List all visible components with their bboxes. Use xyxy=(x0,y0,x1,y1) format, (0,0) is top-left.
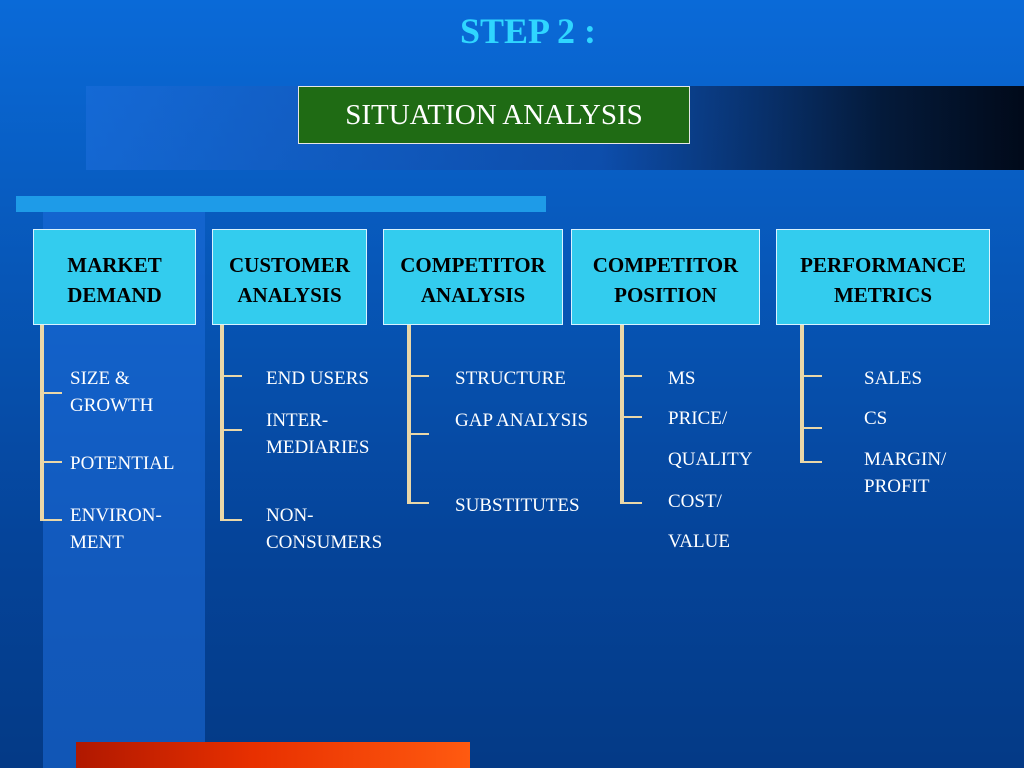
category-heading-line: COMPETITOR xyxy=(592,253,739,277)
item-ms: MS xyxy=(668,365,695,392)
item-line: INTER- xyxy=(266,410,329,431)
category-box-performance-metrics: PERFORMANCE METRICS xyxy=(776,229,990,325)
connector-tick xyxy=(224,519,242,521)
item-line: CONSUMERS xyxy=(266,532,383,553)
connector-line xyxy=(407,325,411,504)
connector-tick xyxy=(411,433,429,435)
connector-tick xyxy=(224,429,242,431)
category-heading-line: COMPETITOR xyxy=(400,253,546,277)
light-blue-bar xyxy=(16,196,546,212)
item-cs: CS xyxy=(864,405,887,432)
item-line: STRUCTURE xyxy=(455,368,566,389)
item-value: VALUE xyxy=(668,528,730,555)
connector-tick xyxy=(44,519,62,521)
connector-tick xyxy=(44,392,62,394)
item-non-consumers: NON- CONSUMERS xyxy=(266,502,382,556)
item-line: SIZE & xyxy=(70,368,130,389)
item-line: MS xyxy=(668,368,696,389)
category-heading-line: POSITION xyxy=(614,283,717,307)
item-quality: QUALITY xyxy=(668,446,752,473)
item-line: CS xyxy=(864,408,888,429)
item-line: PROFIT xyxy=(864,476,930,497)
connector-tick xyxy=(804,461,822,463)
item-line: ENVIRON- xyxy=(70,505,162,526)
category-box-competitor-position: COMPETITOR POSITION xyxy=(571,229,760,325)
item-line: MARGIN/ xyxy=(864,449,947,470)
item-intermediaries: INTER- MEDIARIES xyxy=(266,407,369,461)
category-heading-line: DEMAND xyxy=(67,283,162,307)
item-substitutes: SUBSTITUTES xyxy=(455,492,580,519)
item-end-users: END USERS xyxy=(266,365,369,392)
connector-line xyxy=(800,325,804,463)
item-sales: SALES xyxy=(864,365,922,392)
category-heading-line: MARKET xyxy=(67,253,162,277)
connector-tick xyxy=(804,375,822,377)
category-box-competitor-analysis: COMPETITOR ANALYSIS xyxy=(383,229,563,325)
connector-tick xyxy=(411,502,429,504)
situation-analysis-box: SITUATION ANALYSIS xyxy=(298,86,690,144)
connector-line xyxy=(620,325,624,504)
connector-tick xyxy=(44,461,62,463)
category-heading-line: CUSTOMER xyxy=(229,253,350,277)
bottom-red-bar xyxy=(76,742,470,768)
category-heading-line: METRICS xyxy=(833,283,933,307)
category-heading-line: ANALYSIS xyxy=(420,283,526,307)
category-box-market-demand: MARKET DEMAND xyxy=(33,229,196,325)
item-line: QUALITY xyxy=(668,449,753,470)
connector-tick xyxy=(624,502,642,504)
category-box-customer-analysis: CUSTOMER ANALYSIS xyxy=(212,229,367,325)
item-cost: COST/ xyxy=(668,488,722,515)
item-line: SALES xyxy=(864,368,923,389)
item-potential: POTENTIAL xyxy=(70,450,174,477)
connector-line xyxy=(220,325,224,521)
slide-title: STEP 2 : xyxy=(459,11,597,51)
item-line: VALUE xyxy=(668,531,730,552)
item-size-growth: SIZE & GROWTH xyxy=(70,365,153,419)
item-line: GROWTH xyxy=(70,395,154,416)
item-line: MEDIARIES xyxy=(266,437,370,458)
item-line: MENT xyxy=(70,532,124,553)
item-structure: STRUCTURE xyxy=(455,365,566,392)
item-line: COST/ xyxy=(668,491,722,512)
item-line: PRICE/ xyxy=(668,408,728,429)
connector-tick xyxy=(804,427,822,429)
item-line: NON- xyxy=(266,505,314,526)
item-environment: ENVIRON- MENT xyxy=(70,502,162,556)
connector-tick xyxy=(411,375,429,377)
item-line: END USERS xyxy=(266,368,369,389)
item-line: SUBSTITUTES xyxy=(455,495,580,516)
item-line: POTENTIAL xyxy=(70,453,175,474)
connector-tick xyxy=(624,416,642,418)
item-line: GAP ANALYSIS xyxy=(455,410,589,431)
connector-tick xyxy=(224,375,242,377)
item-price: PRICE/ xyxy=(668,405,727,432)
connector-tick xyxy=(624,375,642,377)
connector-line xyxy=(40,325,44,521)
category-heading-line: PERFORMANCE xyxy=(800,253,966,277)
item-margin-profit: MARGIN/ PROFIT xyxy=(864,446,946,500)
item-gap-analysis: GAP ANALYSIS xyxy=(455,407,588,434)
category-heading-line: ANALYSIS xyxy=(237,283,342,307)
